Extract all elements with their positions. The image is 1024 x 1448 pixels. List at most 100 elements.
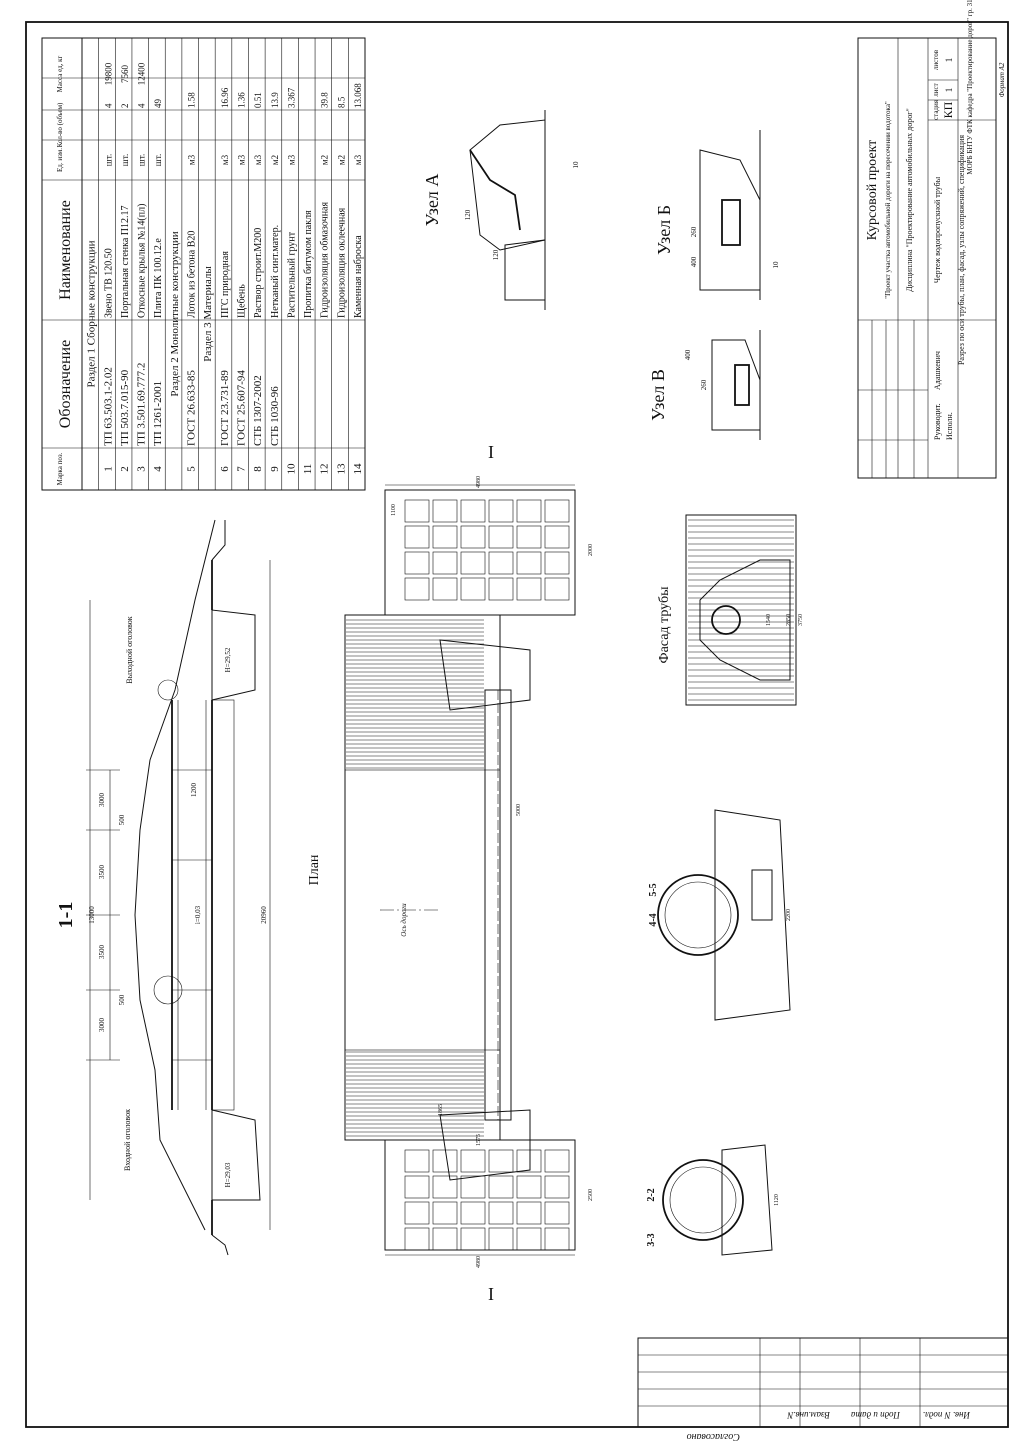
spec-cell: м3 [236,154,246,165]
spec-cell: ТП 63.503.1-2.02 [102,367,114,446]
cut-mark-top: I [488,442,494,462]
tb-drawing-name: Чертеж водопропускной трубы [933,176,942,283]
tb-ispoln-label: Исполн. [945,412,954,440]
spec-cell: 2 [120,104,130,109]
spec-cell: 1 [102,466,114,472]
spec-cell: 0.51 [253,92,263,108]
node-b-title: Узел Б [654,205,674,255]
tb-sheet-label: лист [932,83,940,96]
plan-4980-top: 4980 [476,476,482,488]
spec-cell: ПГС природная [220,251,231,318]
plan-1575: 1575 [476,1134,482,1146]
outlet-label: Выходной оголовок [125,616,134,684]
road-axis: Ось дороги [400,903,408,937]
spec-section-title: Раздел 3 Материалы [202,266,214,362]
spec-cell: 9 [269,466,281,472]
dim-3500a: 3500 [98,865,106,880]
plan-title: План [307,854,322,885]
spec-cell: 13.068 [353,83,363,108]
section-4-5: 4-4 5-5 2200 [648,809,792,1021]
spec-header: Обозначение [57,340,74,428]
spec-header: Марка поз. [56,452,64,485]
node-b-400: 400 [690,256,698,267]
spec-cell: Каменная наброска [353,235,364,318]
spec-cell: 12400 [137,62,147,85]
node-a-120a: 120 [464,209,472,220]
facade-title: Фасад трубы [657,586,672,664]
spec-cell: Растительный грунт [286,231,297,318]
node-a-10: 10 [572,161,580,169]
title-block: Курсовой проект "Проект участка автомоби… [857,0,1006,479]
plan-view: План Ось дороги 4980 4980 2500 2000 5000… [307,442,594,1304]
tb-stage: КП [941,101,955,118]
sec-5-5-title: 5-5 [648,883,659,896]
spec-cell: 39.8 [320,92,330,108]
spec-cell: м3 [220,154,230,165]
node-v-400: 400 [684,349,692,360]
spec-cell: 12 [319,464,331,475]
section-1-1: 1-1 3000 3500 3500 3000 13000 20960 500 … [55,519,271,1256]
plan-4980-bot: 4980 [476,1256,482,1268]
spec-cell: шт. [153,154,163,166]
section-2-3: 2-2 3-3 1120 [646,1144,780,1256]
dim-13000: 13000 [88,906,96,924]
tb-sheet: 1 [944,88,954,93]
node-v-title: Узел В [648,369,668,421]
spec-cell: 1.58 [187,92,197,108]
fac-1540: 1540 [766,614,772,626]
dim-3000b: 3000 [98,1018,106,1033]
spec-cell: м3 [187,154,197,165]
spec-cell: Щебень [236,284,247,318]
stamp-inv: Инв. N подл. [923,1410,971,1420]
tb-rukovod-label: Руководит. [933,403,942,440]
spec-cell: 10 [285,463,297,475]
spec-cell: 4 [152,466,164,472]
spec-cell: м2 [270,155,280,165]
tb-sheet-content: Разрез по оси трубы, план, фасад, узлы с… [957,135,966,365]
spec-cell: 14 [352,463,364,475]
spec-cell: 2 [119,466,131,472]
spec-cell: 6 [219,466,231,472]
h-inlet: H=29,03 [224,1162,232,1187]
spec-cell: 13 [335,463,347,475]
spec-cell: м2 [320,155,330,165]
node-v-260: 260 [700,379,708,390]
dim-500a: 500 [118,814,126,825]
dim-3000a: 3000 [98,793,106,808]
node-a: Узел А 120 120 10 [422,110,580,310]
spec-cell: 3 [136,466,148,472]
spec-cell: Плита ПК 100.12.е [153,238,164,318]
plan-1865: 1865 [438,1104,444,1116]
spec-cell: Лоток из бетона В20 [187,231,198,318]
plan-2000: 2000 [588,544,594,556]
h-outlet: H=29,52 [224,647,232,672]
spec-cell: 7 [235,466,247,472]
spec-cell: 49 [153,99,163,109]
tb-course-project: Курсовой проект [865,140,880,241]
spec-cell: Звено ТВ 120.50 [103,248,114,318]
sec-2200: 2200 [786,909,792,921]
spec-cell: 8 [252,466,264,472]
tb-sheets-label: листов [932,49,940,70]
spec-cell: СТБ 1030-96 [269,386,281,446]
spec-cell: м2 [336,155,346,165]
spec-cell: м3 [353,154,363,165]
spec-cell: 13.9 [270,92,280,108]
tb-format: Формат А2 [998,62,1006,97]
spec-cell: ГОСТ 25.607-94 [235,370,247,446]
spec-cell: ТП 1261-2001 [152,381,164,446]
spec-cell: м3 [253,154,263,165]
spec-cell: 3.367 [286,87,296,108]
sec-2-2-title: 2-2 [646,1188,657,1201]
spec-cell: шт. [103,154,113,166]
spec-cell: ГОСТ 23.731-89 [219,370,231,446]
stamp-agreed: Согласовано [687,1431,740,1442]
spec-cell: Портальная стенка П12.17 [120,205,131,318]
spec-cell: Гидроизоляция обмазочная [320,202,331,318]
node-b-260: 260 [690,226,698,237]
tb-rukovod-name: Адашкевич [933,351,942,390]
spec-header: Масса ед, кг [56,55,64,92]
side-stamp: Согласовано Взам.инв.N Подп и дата Инв. … [637,1337,1009,1442]
